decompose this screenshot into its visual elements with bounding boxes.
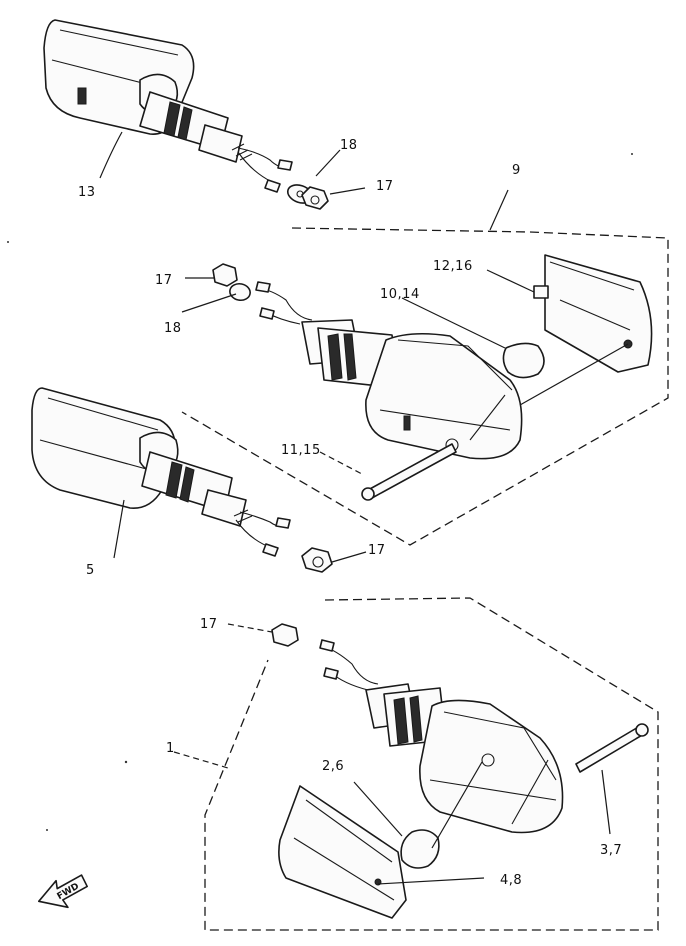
flasher-9-housing	[365, 332, 523, 460]
flasher-5-connector	[201, 489, 247, 527]
group-9-boundary	[181, 227, 669, 546]
callout-10-14: 10,14	[380, 287, 420, 302]
callout-17-top: 17	[376, 179, 394, 194]
lens-12-16	[544, 254, 653, 373]
callout-17-lower: 17	[368, 543, 386, 558]
nut-17-lower	[301, 547, 333, 573]
flasher-assembly-1-group	[204, 597, 659, 931]
washer-18-mid	[229, 283, 251, 301]
flasher-assembly-5	[31, 387, 333, 573]
leader-lines	[99, 131, 611, 885]
callout-5: 5	[86, 563, 95, 578]
group-1-boundary	[204, 597, 659, 931]
bulb-10-14	[502, 342, 545, 379]
nut-17-top	[301, 186, 329, 210]
callout-9: 9	[512, 163, 521, 178]
callout-17-mid: 17	[155, 273, 173, 288]
screw-11-15	[367, 443, 457, 499]
bulb-2-6	[400, 829, 440, 869]
callout-17-bottom: 17	[200, 617, 218, 632]
callout-18-mid: 18	[164, 321, 182, 336]
callout-18-top: 18	[340, 138, 358, 153]
flasher-assembly-13	[43, 19, 329, 210]
flasher-13-tab	[77, 87, 87, 105]
callout-3-7: 3,7	[600, 843, 622, 858]
callout-13: 13	[78, 185, 96, 200]
fwd-arrow-icon: FWD	[37, 874, 88, 909]
callout-12-16: 12,16	[433, 259, 473, 274]
lens-4-8	[278, 785, 407, 919]
flasher-13-connector	[198, 124, 243, 163]
flasher-9-tab	[403, 415, 411, 431]
callout-1: 1	[166, 741, 175, 756]
lens-clip	[533, 285, 549, 299]
nut-17-mid	[212, 263, 238, 287]
callout-4-8: 4,8	[500, 873, 522, 888]
callout-11-15: 11,15	[281, 443, 321, 458]
callout-labels: 13 18 17 9 17 18 12,16 10,14 11,15 5 17 …	[78, 138, 622, 888]
callout-2-6: 2,6	[322, 759, 344, 774]
flasher-1-housing	[419, 699, 564, 834]
nut-17-bottom	[271, 623, 299, 647]
flasher-assembly-9-group	[181, 227, 669, 546]
screw-3-7	[575, 725, 645, 773]
